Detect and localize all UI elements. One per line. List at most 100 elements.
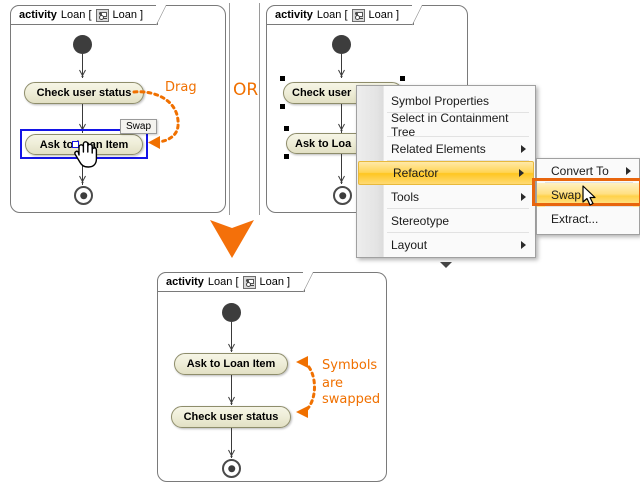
chevron-right-icon xyxy=(521,193,526,201)
panel-divider-left xyxy=(229,3,230,215)
control-flow-1-before xyxy=(82,54,83,78)
control-flow-3-after xyxy=(231,428,232,458)
frame-tab-corner xyxy=(303,272,314,293)
control-flow-1-menu xyxy=(341,54,342,78)
or-label: OR xyxy=(233,80,259,100)
arrowhead-3-menu xyxy=(337,176,346,183)
frame-tab-corner xyxy=(156,5,167,26)
initial-node-before[interactable] xyxy=(73,35,92,54)
arrowhead-1-before xyxy=(78,70,87,77)
menu-item-stereotype[interactable]: Stereotype xyxy=(357,209,535,233)
menu-item-tools[interactable]: Tools xyxy=(357,185,535,209)
selection-handle-bl-1[interactable] xyxy=(280,104,285,109)
chevron-down-icon xyxy=(440,262,452,268)
arrowhead-2-after xyxy=(227,397,236,404)
final-node-after[interactable] xyxy=(222,459,241,478)
symbols-swapped-line1: Symbols xyxy=(322,358,378,373)
menu-item-label: Refactor xyxy=(393,166,439,180)
frame-name-tail: Loan ] xyxy=(259,276,291,288)
frame-tab-corner xyxy=(412,5,423,26)
frame-name: Loan [ xyxy=(316,9,348,21)
control-flow-3-menu xyxy=(341,154,342,184)
context-menu[interactable]: Symbol Properties Select in Containment … xyxy=(356,85,536,268)
menu-item-label: Tools xyxy=(391,190,420,204)
control-flow-2-menu xyxy=(341,104,342,133)
frame-name: Loan [ xyxy=(60,9,92,21)
menu-item-label: Stereotype xyxy=(391,214,450,228)
menu-item-related-elements[interactable]: Related Elements xyxy=(357,137,535,161)
submenu-item-label: Extract... xyxy=(551,212,599,226)
frame-keyword: activity xyxy=(275,9,313,21)
arrowhead-3-before xyxy=(78,176,87,183)
selection-handle-tr-1[interactable] xyxy=(400,76,405,81)
chevron-right-icon xyxy=(521,145,526,153)
action-check-user-status-after[interactable]: Check user status xyxy=(171,406,291,428)
arrowhead-1-menu xyxy=(337,70,346,77)
submenu-item-label: Swap xyxy=(551,188,582,202)
control-flow-1-after xyxy=(231,322,232,352)
activity-diagram-icon xyxy=(242,275,256,289)
menu-item-label: Select in Containment Tree xyxy=(391,111,509,139)
control-flow-2-after xyxy=(231,375,232,405)
menu-separator xyxy=(387,136,529,137)
panel-divider-right xyxy=(259,3,260,215)
menu-item-layout[interactable]: Layout xyxy=(357,233,535,257)
frame-keyword: activity xyxy=(166,276,204,288)
selection-handle-tl-1[interactable] xyxy=(280,76,285,81)
activity-diagram-icon xyxy=(95,8,109,22)
final-node-menu[interactable] xyxy=(333,186,352,205)
submenu-item-label: Convert To xyxy=(551,164,609,178)
frame-name-tail: Loan ] xyxy=(112,9,144,21)
initial-node-menu[interactable] xyxy=(332,35,351,54)
chevron-right-icon xyxy=(521,241,526,249)
menu-scroll-down-button[interactable] xyxy=(357,257,535,273)
menu-separator xyxy=(545,182,633,183)
action-check-user-status-before[interactable]: Check user status xyxy=(24,82,144,104)
swap-indicator-arrow xyxy=(296,356,316,418)
menu-item-label: Layout xyxy=(391,238,428,252)
arrowhead-2-menu xyxy=(337,124,346,131)
control-flow-2-before xyxy=(82,104,83,133)
arrowhead-3-after xyxy=(227,450,236,457)
frame-name-tab-before: activity Loan [ Loan ] xyxy=(10,5,167,26)
frame-name-tail: Loan ] xyxy=(368,9,400,21)
context-menu-list: Symbol Properties Select in Containment … xyxy=(357,86,535,276)
menu-separator xyxy=(545,206,633,207)
menu-item-label: Symbol Properties xyxy=(391,94,490,108)
arrow-cursor xyxy=(582,185,598,212)
selection-handle-bl-2[interactable] xyxy=(284,154,289,159)
hand-pointer-cursor xyxy=(72,139,98,169)
frame-keyword: activity xyxy=(19,9,57,21)
drag-label: Drag xyxy=(165,80,197,95)
menu-separator xyxy=(387,208,529,209)
arrowhead-1-after xyxy=(227,344,236,351)
submenu-item-convert-to[interactable]: Convert To xyxy=(537,159,639,183)
drag-arrow xyxy=(132,90,180,149)
final-node-before[interactable] xyxy=(74,186,93,205)
menu-separator xyxy=(387,232,529,233)
symbols-swapped-line2: are xyxy=(322,376,344,391)
menu-item-label: Related Elements xyxy=(391,142,486,156)
frame-name-tab-after: activity Loan [ Loan ] xyxy=(157,272,314,293)
menu-item-symbol-properties[interactable]: Symbol Properties xyxy=(357,89,535,113)
selection-handle-tl-2[interactable] xyxy=(284,126,289,131)
menu-item-refactor[interactable]: Refactor xyxy=(358,161,534,185)
activity-diagram-icon xyxy=(351,8,365,22)
submenu-item-extract[interactable]: Extract... xyxy=(537,207,639,231)
initial-node-after[interactable] xyxy=(222,303,241,322)
menu-separator xyxy=(387,160,529,161)
chevron-right-icon xyxy=(626,167,631,175)
frame-name: Loan [ xyxy=(207,276,239,288)
activity-frame-after: activity Loan [ Loan ] Ask to Loan Item … xyxy=(157,272,387,482)
frame-name-tab-menu: activity Loan [ Loan ] xyxy=(266,5,423,26)
chevron-right-icon xyxy=(519,169,524,177)
control-flow-3-before xyxy=(82,159,83,185)
action-ask-to-loan-item-after[interactable]: Ask to Loan Item xyxy=(174,353,288,375)
symbols-swapped-line3: swapped xyxy=(322,392,381,407)
down-arrow-icon xyxy=(208,218,256,265)
menu-separator xyxy=(387,112,529,113)
menu-item-select-in-containment-tree[interactable]: Select in Containment Tree xyxy=(357,111,535,139)
resize-handle-center[interactable] xyxy=(72,141,79,148)
swap-tooltip: Swap xyxy=(120,119,158,134)
